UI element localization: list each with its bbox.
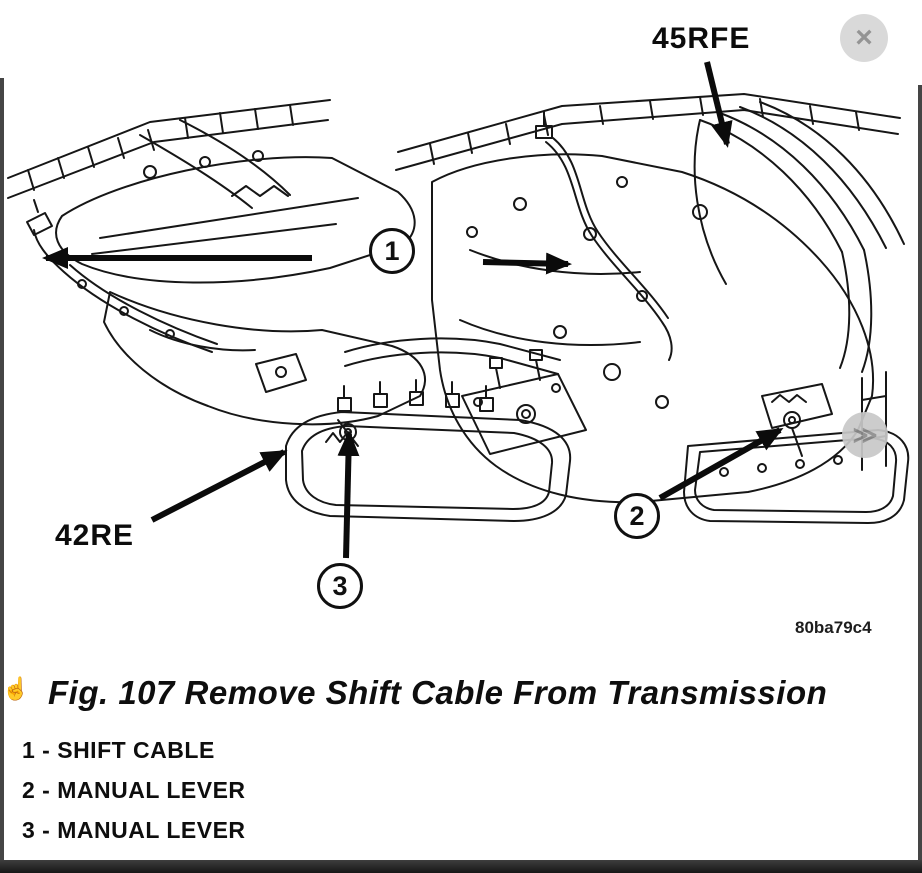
label-42re: 42RE	[55, 519, 135, 552]
legend-item-2: 2 - MANUAL LEVER	[22, 777, 246, 803]
callout-1: 1	[369, 228, 415, 274]
left-border	[0, 78, 4, 860]
right-border	[918, 85, 922, 860]
figure-caption: Fig. 107 Remove Shift Cable From Transmi…	[48, 674, 828, 711]
close-button[interactable]: ×	[840, 14, 888, 62]
figure-code: 80ba79c4	[795, 618, 872, 637]
42re-assembly-art	[7, 99, 587, 522]
close-icon: ×	[855, 21, 873, 54]
legend-item-3: 3 - MANUAL LEVER	[22, 817, 246, 843]
hand-cursor-icon: ☝	[2, 676, 30, 701]
logo-arrow-icon: ≫	[852, 421, 878, 449]
callout-arrows	[42, 61, 784, 559]
transmission-diagram	[7, 61, 910, 559]
callout-2: 2	[614, 493, 660, 539]
legend: 1 - SHIFT CABLE 2 - MANUAL LEVER 3 - MAN…	[22, 737, 246, 857]
label-45rfe: 45RFE	[652, 22, 751, 55]
45rfe-assembly-art	[395, 93, 910, 524]
bottom-bar	[0, 860, 922, 873]
callout-3: 3	[317, 563, 363, 609]
legend-item-1: 1 - SHIFT CABLE	[22, 737, 215, 763]
logo-badge: ≫	[842, 412, 888, 458]
